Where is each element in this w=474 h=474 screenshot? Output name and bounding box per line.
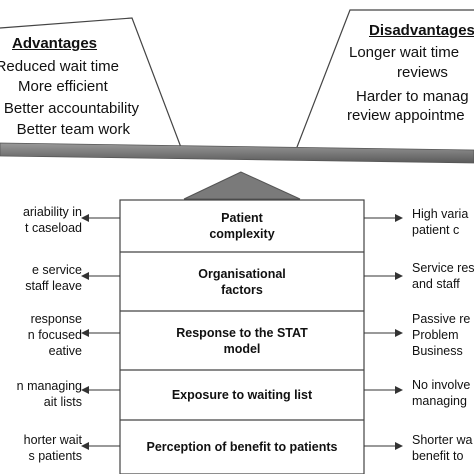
factor-label-line: Perception of benefit to patients xyxy=(146,440,338,454)
right-outcome: Service res and staff xyxy=(412,260,474,292)
advantages-pan-outline xyxy=(0,17,186,159)
factor-box-frame xyxy=(119,199,365,474)
left-outcome: e service staff leave xyxy=(25,262,82,294)
right-outcome: No involve managing xyxy=(412,377,470,409)
left-outcome-line: n focused xyxy=(27,328,82,342)
left-outcome-line: e service xyxy=(31,263,82,277)
right-outcome-line: patient c xyxy=(412,223,460,237)
advantage-item: Reduced wait time xyxy=(0,58,119,75)
factor-organisational: Organisational factors xyxy=(120,252,364,311)
left-outcome-line: t caseload xyxy=(25,221,82,235)
lever-beam xyxy=(0,142,474,164)
right-outcome-line: Service res xyxy=(412,261,474,275)
factor-label-line: factors xyxy=(221,282,263,297)
disadvantages-heading: Disadvantages xyxy=(369,22,474,39)
factor-exposure-waiting-list: Exposure to waiting list xyxy=(120,370,364,420)
factor-patient-complexity: Patient complexity xyxy=(120,200,364,252)
right-outcome-line: Problem xyxy=(412,328,459,342)
right-outcome-line: benefit to xyxy=(412,449,464,463)
left-outcome-line: staff leave xyxy=(25,279,82,293)
right-outcome: Shorter wa benefit to xyxy=(412,432,472,464)
advantage-item: Better accountability xyxy=(3,100,139,117)
disadvantage-item: Harder to manag xyxy=(356,88,469,105)
left-outcome: n managing ait lists xyxy=(17,378,82,410)
left-outcome: ariability in t caseload xyxy=(23,204,82,236)
left-outcome-line: s patients xyxy=(28,449,82,463)
factor-label-line: Organisational xyxy=(198,266,286,281)
advantage-item: More efficient xyxy=(18,78,108,95)
factor-label-line: Response to the STAT xyxy=(176,325,308,340)
factor-label-line: complexity xyxy=(209,227,275,241)
disadvantages-pan-outline xyxy=(291,9,474,161)
factor-label-line: Patient xyxy=(221,211,263,225)
factor-label-line: Exposure to waiting list xyxy=(171,388,313,402)
left-outcome-line: n managing xyxy=(16,379,82,393)
fulcrum-triangle xyxy=(183,171,301,200)
left-outcome-line: ariability in xyxy=(22,205,82,219)
left-outcome-line: horter wait xyxy=(23,433,82,447)
right-outcome-line: Business xyxy=(412,344,463,358)
factor-label-line: model xyxy=(223,341,261,356)
disadvantage-item: reviews xyxy=(397,64,448,81)
disadvantage-item: Longer wait time xyxy=(349,44,460,61)
advantages-heading: Advantages xyxy=(12,35,98,52)
left-outcome-line: eative xyxy=(48,344,82,358)
right-outcome: High varia patient c xyxy=(412,206,468,238)
right-outcome-line: High varia xyxy=(412,207,469,221)
right-outcome-line: No involve xyxy=(412,378,471,392)
disadvantage-item: review appointme xyxy=(347,107,465,124)
factor-response-stat: Response to the STAT model xyxy=(120,311,364,370)
left-outcome-line: response xyxy=(30,312,82,326)
right-outcome-line: Passive re xyxy=(412,312,471,326)
right-outcome-line: and staff xyxy=(412,277,460,291)
right-outcome-line: managing xyxy=(412,394,467,408)
right-outcome-line: Shorter wa xyxy=(412,433,473,447)
advantage-item: Better team work xyxy=(16,121,130,138)
left-outcome-line: ait lists xyxy=(43,395,82,409)
left-outcome: response n focused eative xyxy=(28,311,82,359)
right-outcome: Passive re Problem Business xyxy=(412,311,470,359)
left-outcome: horter wait s patients xyxy=(24,432,82,464)
factor-perception-benefit: Perception of benefit to patients xyxy=(120,420,364,474)
